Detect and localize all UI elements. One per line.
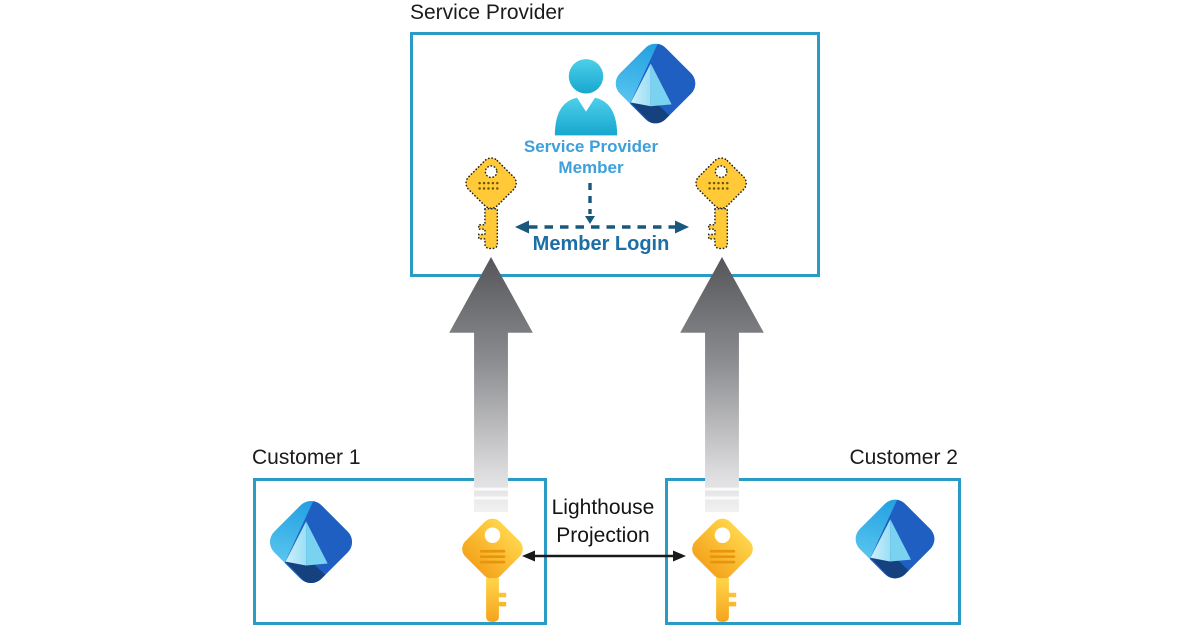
delegation-up-arrow-left-icon	[449, 257, 533, 512]
lighthouse-projection-label-line1: Lighthouse	[551, 496, 655, 519]
azure-entra-logo-icon	[608, 36, 703, 131]
service-provider-member-label-line2: Member	[558, 158, 624, 177]
service-provider-member-label: Service Provider Member	[505, 136, 677, 178]
member-login-label: Member Login	[532, 233, 670, 255]
lighthouse-projection-arrow-icon	[522, 550, 686, 562]
azure-entra-logo-customer2-icon	[848, 492, 942, 586]
service-provider-member-label-line1: Service Provider	[523, 137, 659, 156]
delegation-up-arrow-right-icon	[680, 257, 764, 512]
lighthouse-projection-label-line2: Projection	[556, 524, 650, 547]
customer2-title: Customer 2	[849, 446, 958, 469]
member-login-dashed-arrow-icon	[515, 183, 689, 234]
customer1-title: Customer 1	[252, 446, 361, 469]
lighthouse-projection-label: Lighthouse Projection	[538, 494, 668, 550]
service-provider-box	[410, 32, 820, 277]
customer2-key-icon	[686, 514, 759, 624]
customer1-key-icon	[456, 514, 529, 624]
service-provider-title: Service Provider	[410, 1, 565, 24]
azure-entra-logo-customer1-icon	[262, 493, 360, 591]
